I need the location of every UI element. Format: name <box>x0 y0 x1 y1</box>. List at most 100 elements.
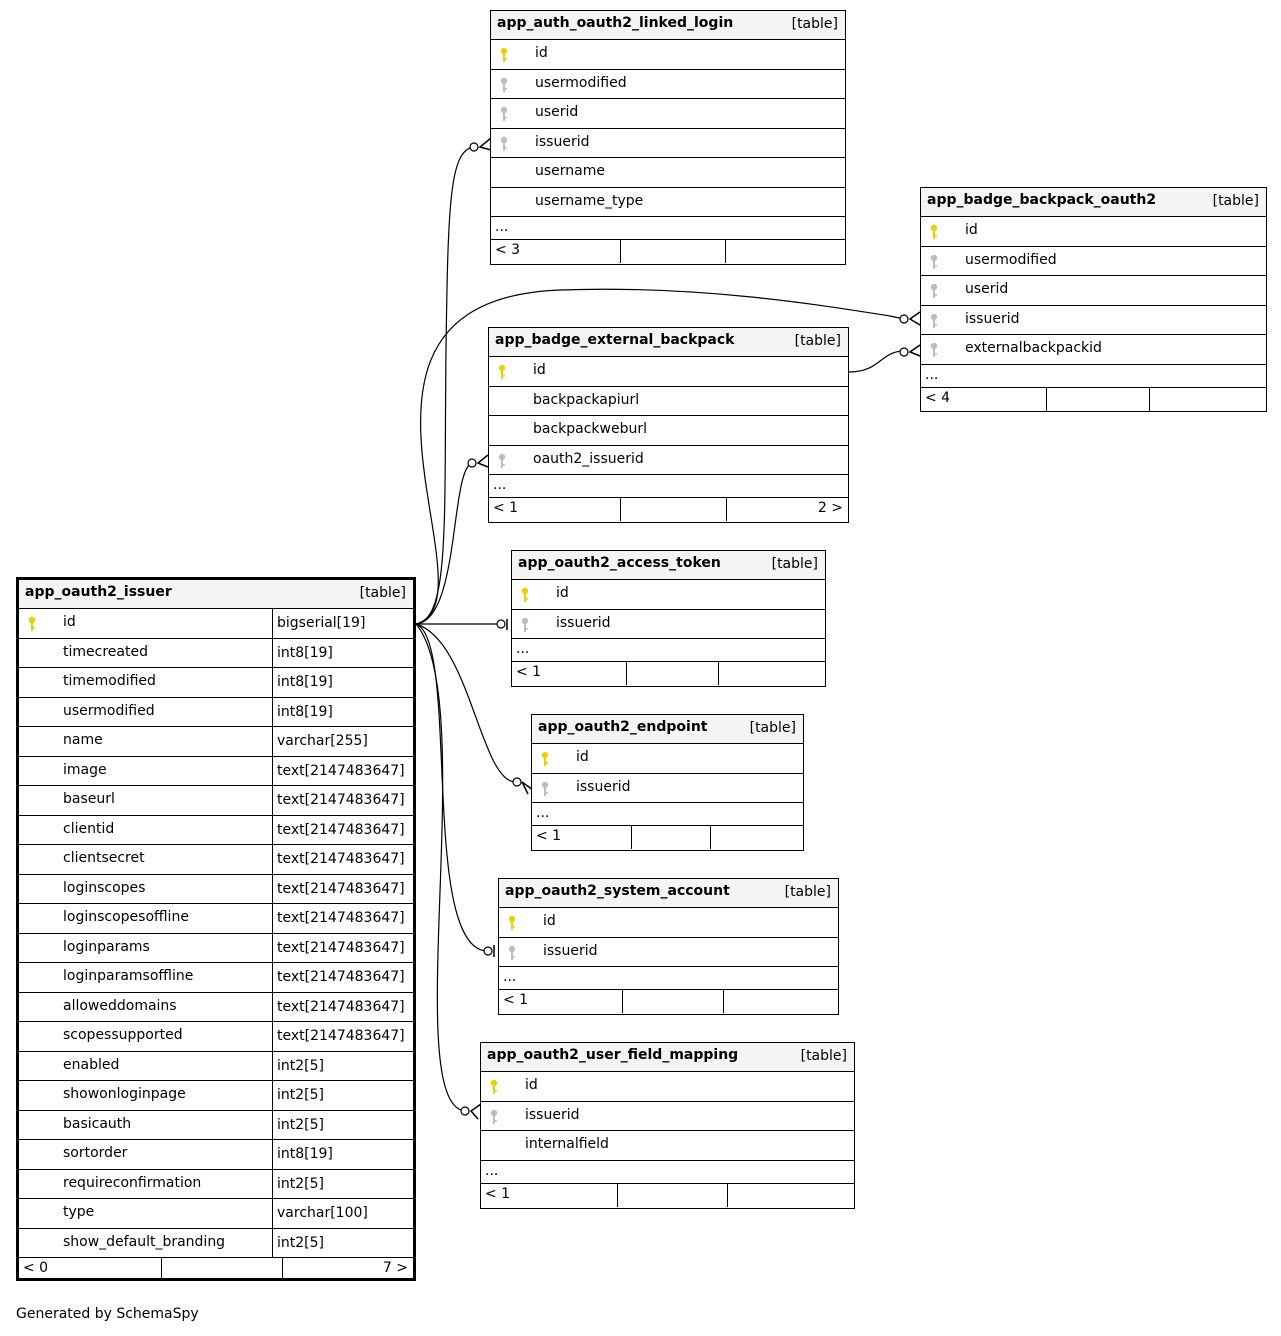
primary-key-icon <box>27 616 37 632</box>
table-footer: < 1 <box>499 990 838 1013</box>
table-name[interactable]: app_badge_external_backpack <box>495 332 735 348</box>
parent-count: < 1 <box>516 664 542 680</box>
table-name[interactable]: app_oauth2_system_account <box>505 883 730 899</box>
column-name-cell: clientid <box>19 816 272 845</box>
column-name-cell: type <box>19 1199 272 1228</box>
footer-spacer <box>630 826 711 849</box>
column-name-cell: image <box>19 757 272 786</box>
column-type: text[2147483647] <box>272 1022 413 1051</box>
footer-spacer <box>1046 387 1148 411</box>
column-row[interactable]: userid <box>491 99 845 129</box>
primary-key-icon <box>497 364 507 380</box>
column-name: id <box>533 362 546 378</box>
column-row[interactable]: backpackapiurl <box>489 387 848 416</box>
column-name-cell: name <box>19 727 272 756</box>
column-name-cell: baseurl <box>19 786 272 815</box>
table-header: app_badge_backpack_oauth2[table] <box>921 188 1266 217</box>
column-row[interactable]: issuerid <box>481 1102 854 1131</box>
column-row[interactable]: externalbackpackid <box>921 335 1266 365</box>
column-name: clientsecret <box>63 850 145 866</box>
column-name-cell: id <box>491 40 845 69</box>
foreign-key-icon <box>929 254 939 270</box>
column-name: image <box>63 761 107 778</box>
column-name: issuerid <box>576 778 631 795</box>
table-name[interactable]: app_oauth2_issuer <box>25 584 172 600</box>
column-name-cell: id <box>921 217 1266 246</box>
foreign-key-icon <box>497 453 507 469</box>
column-name: issuerid <box>965 310 1020 327</box>
column-row[interactable]: usermodified <box>921 247 1266 276</box>
column-name-cell: userid <box>491 99 845 128</box>
column-row[interactable]: usermodified <box>491 70 845 99</box>
column-row[interactable]: username_type <box>491 188 845 217</box>
column-row[interactable]: backpackweburl <box>489 416 848 446</box>
column-row[interactable]: id <box>532 744 803 774</box>
column-row[interactable]: issuerid <box>512 610 825 639</box>
table-name[interactable]: app_auth_oauth2_linked_login <box>497 15 734 31</box>
column-name: issuerid <box>535 133 590 150</box>
table-footer: < 1 <box>512 662 825 685</box>
column-row[interactable]: id <box>489 357 848 387</box>
column-row[interactable]: username <box>491 158 845 188</box>
footer-spacer <box>161 1258 282 1281</box>
column-type: text[2147483647] <box>272 786 413 815</box>
footer-spacer <box>616 1183 728 1207</box>
column-name: backpackapiurl <box>533 391 640 408</box>
table-name[interactable]: app_oauth2_access_token <box>518 555 721 571</box>
column-row[interactable]: issuerid <box>491 129 845 158</box>
column-row[interactable]: internalfield <box>481 1131 854 1161</box>
column-name: externalbackpackid <box>965 340 1102 356</box>
column-row[interactable]: issuerid <box>921 306 1266 335</box>
column-row[interactable]: id <box>491 40 845 70</box>
column-name: id <box>543 913 556 929</box>
column-row[interactable]: id <box>481 1072 854 1102</box>
column-name-cell: timecreated <box>19 639 272 668</box>
parent-count: < 3 <box>495 242 521 258</box>
table-app-badge-backpack-oauth2[interactable]: app_badge_backpack_oauth2[table]id usermo… <box>920 187 1267 412</box>
column-row[interactable]: id <box>921 217 1266 247</box>
column-name-cell: id <box>489 357 848 386</box>
column-row[interactable]: issuerid <box>532 774 803 803</box>
more-columns-ellipsis: ... <box>491 217 845 240</box>
foreign-key-icon <box>499 77 509 93</box>
column-row[interactable]: issuerid <box>499 938 838 967</box>
column-row[interactable]: id <box>499 908 838 938</box>
column-row[interactable]: id <box>512 580 825 610</box>
table-name[interactable]: app_oauth2_user_field_mapping <box>487 1047 739 1063</box>
table-name[interactable]: app_badge_backpack_oauth2 <box>927 192 1157 208</box>
column-row[interactable]: oauth2_issuerid <box>489 446 848 475</box>
column-name: usermodified <box>965 251 1057 268</box>
column-row[interactable]: userid <box>921 276 1266 306</box>
column-type: text[2147483647] <box>272 992 413 1021</box>
table-name[interactable]: app_oauth2_endpoint <box>538 719 708 735</box>
